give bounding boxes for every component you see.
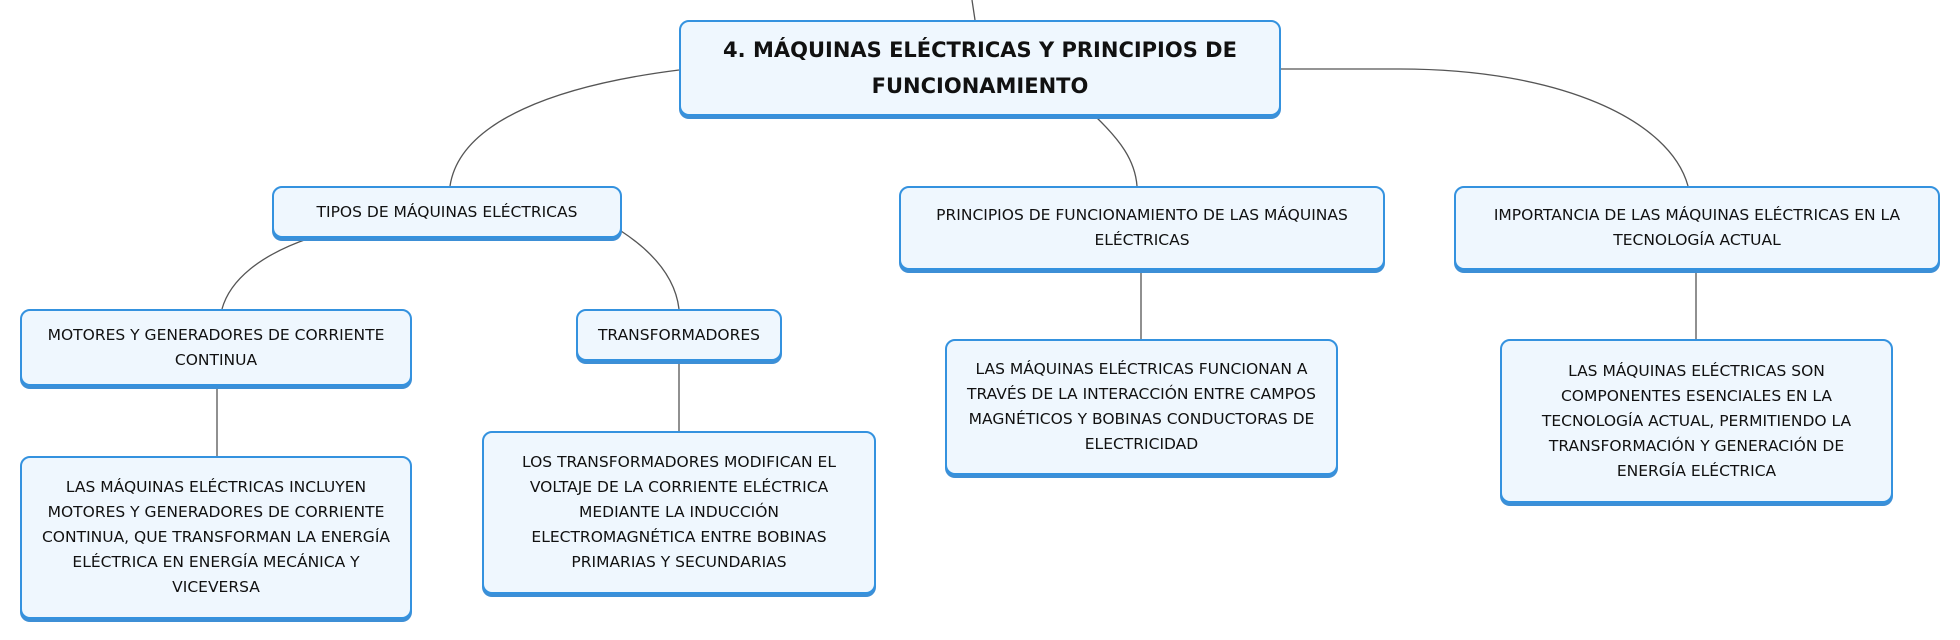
root-topic-label: 4. MÁQUINAS ELÉCTRICAS Y PRINCIPIOS DE F… [723,38,1237,98]
detail-label: LOS TRANSFORMADORES MODIFICAN EL VOLTAJE… [522,453,836,571]
connector-root-tipos [449,69,680,187]
detail-label: LAS MÁQUINAS ELÉCTRICAS SON COMPONENTES … [1541,361,1852,480]
connector-parent [971,0,976,21]
branch-tipos[interactable]: TIPOS DE MÁQUINAS ELÉCTRICAS [272,186,622,238]
branch-label: TIPOS DE MÁQUINAS ELÉCTRICAS [316,202,578,221]
detail-label: LAS MÁQUINAS ELÉCTRICAS FUNCIONAN A TRAV… [967,360,1316,453]
detail-transformadores[interactable]: LOS TRANSFORMADORES MODIFICAN EL VOLTAJE… [482,431,876,594]
branch-label: PRINCIPIOS DE FUNCIONAMIENTO DE LAS MÁQU… [936,206,1348,249]
detail-motores[interactable]: LAS MÁQUINAS ELÉCTRICAS INCLUYEN MOTORES… [20,456,412,619]
connector-tipos-transformadores [620,230,680,310]
subtopic-transformadores[interactable]: TRANSFORMADORES [576,309,782,361]
root-topic[interactable]: 4. MÁQUINAS ELÉCTRICAS Y PRINCIPIOS DE F… [679,20,1281,116]
subtopic-label: MOTORES Y GENERADORES DE CORRIENTE CONTI… [47,325,385,369]
connector-tipos-motores [221,237,311,310]
detail-importancia[interactable]: LAS MÁQUINAS ELÉCTRICAS SON COMPONENTES … [1500,339,1893,503]
detail-label: LAS MÁQUINAS ELÉCTRICAS INCLUYEN MOTORES… [41,478,390,596]
branch-label: IMPORTANCIA DE LAS MÁQUINAS ELÉCTRICAS E… [1493,206,1901,249]
subtopic-motores[interactable]: MOTORES Y GENERADORES DE CORRIENTE CONTI… [20,309,412,386]
branch-importancia[interactable]: IMPORTANCIA DE LAS MÁQUINAS ELÉCTRICAS E… [1454,186,1940,270]
connector-root-importancia [1280,68,1689,187]
connector-root-principios [1094,115,1138,187]
subtopic-label: TRANSFORMADORES [597,325,761,344]
detail-principios[interactable]: LAS MÁQUINAS ELÉCTRICAS FUNCIONAN A TRAV… [945,339,1338,475]
branch-principios[interactable]: PRINCIPIOS DE FUNCIONAMIENTO DE LAS MÁQU… [899,186,1385,270]
